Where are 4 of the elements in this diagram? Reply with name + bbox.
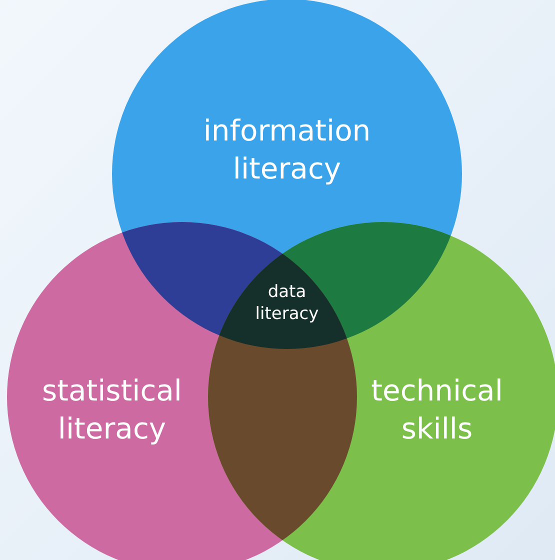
circle-label: technical skills (370, 372, 504, 447)
circle-label: statistical literacy (41, 372, 183, 447)
circle-label: information literacy (202, 112, 372, 187)
intersection-label: data literacy (254, 280, 320, 326)
